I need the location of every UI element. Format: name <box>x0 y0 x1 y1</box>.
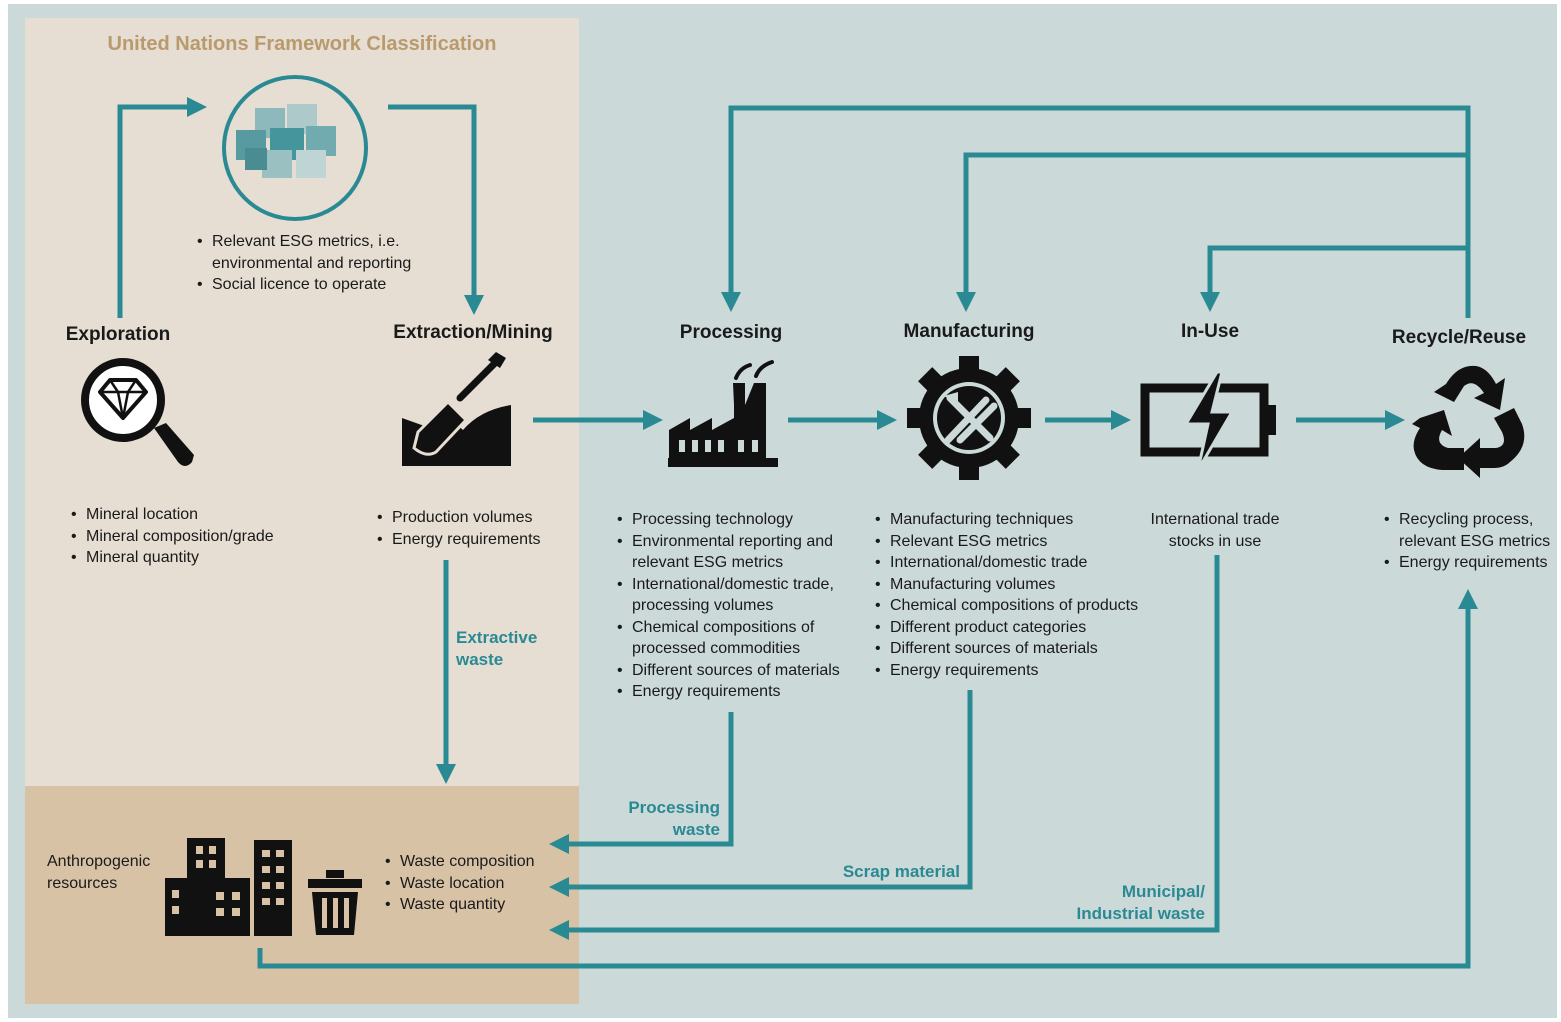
list-item: Production volumes <box>377 507 582 529</box>
manufacturing-bullet-list: Manufacturing techniques Relevant ESG me… <box>874 509 1170 681</box>
gear-tools-icon <box>907 356 1031 480</box>
arrow-recycle-to-processing <box>721 105 1471 318</box>
trash-bin-icon <box>308 870 362 935</box>
exploration-bullet-list: Mineral location Mineral composition/gra… <box>70 504 326 569</box>
list-item: International/domestic trade, processing… <box>617 574 860 617</box>
processing-bullet-list: Processing technology Environmental repo… <box>616 509 860 703</box>
stage-label-in-use: In-Use <box>1180 321 1240 342</box>
list-item: Manufacturing techniques <box>875 509 1170 531</box>
list-item: Energy requirements <box>875 660 1170 682</box>
flow-label-municipal-waste: Municipal/ Industrial waste <box>1076 882 1205 923</box>
list-item: Mineral composition/grade <box>71 526 326 548</box>
list-item: Waste location <box>385 873 590 895</box>
unfc-title: United Nations Framework Classification <box>107 33 497 55</box>
list-item: Processing technology <box>617 509 860 531</box>
arrow-recycle-to-manufacturing <box>956 152 1468 312</box>
stage-label-recycle: Recycle/Reuse <box>1391 327 1527 348</box>
unfc-cube-icon <box>222 75 368 221</box>
magnifier-diamond-icon <box>81 358 194 466</box>
list-item: Mineral location <box>71 504 326 526</box>
list-item: Mineral quantity <box>71 547 326 569</box>
list-item: Energy requirements <box>617 681 860 703</box>
arrow-processing-waste <box>549 712 734 854</box>
list-item: Different product categories <box>875 617 1170 639</box>
arrow-unfc-to-extraction <box>388 104 484 315</box>
recycle-bullet-list: Recycling process, relevant ESG metrics … <box>1383 509 1561 574</box>
list-item: Different sources of materials <box>875 638 1170 660</box>
list-item: Waste composition <box>385 851 590 873</box>
recycle-icon <box>1412 365 1525 478</box>
anthropogenic-bullet-list: Waste composition Waste location Waste q… <box>384 851 590 916</box>
stage-label-processing: Processing <box>679 322 783 343</box>
arrow-scrap-material <box>549 690 973 897</box>
shovel-icon <box>402 352 511 466</box>
anthropogenic-label: Anthropogenic resources <box>47 853 151 892</box>
list-item: Energy requirements <box>1384 552 1561 574</box>
flow-label-extractive-waste: Extractive waste <box>456 628 538 669</box>
list-item: Different sources of materials <box>617 660 860 682</box>
list-item: Waste quantity <box>385 894 590 916</box>
list-item: Recycling process, relevant ESG metrics <box>1384 509 1561 552</box>
list-item: International/domestic trade <box>875 552 1170 574</box>
flow-label-processing-waste: Processing waste <box>628 798 720 839</box>
extraction-bullet-list: Production volumes Energy requirements <box>376 507 582 550</box>
battery-icon <box>1140 370 1276 471</box>
in-use-description: International trade stocks in use <box>1150 511 1280 550</box>
list-item: Relevant ESG metrics <box>875 531 1170 553</box>
buildings-icon <box>165 838 292 936</box>
list-item: Social licence to operate <box>197 274 442 296</box>
factory-icon <box>668 360 778 467</box>
list-item: Relevant ESG metrics, i.e. environmental… <box>197 231 442 274</box>
list-item: Chemical compositions of products <box>875 595 1170 617</box>
unfc-bullet-list: Relevant ESG metrics, i.e. environmental… <box>196 231 442 296</box>
stage-label-manufacturing: Manufacturing <box>903 321 1035 342</box>
list-item: Chemical compositions of processed commo… <box>617 617 860 660</box>
stage-label-extraction: Extraction/Mining <box>393 322 553 343</box>
arrow-municipal-waste <box>549 555 1220 940</box>
arrow-recycle-to-inuse <box>1200 245 1468 312</box>
stage-label-exploration: Exploration <box>65 324 171 345</box>
list-item: Environmental reporting and relevant ESG… <box>617 531 860 574</box>
flow-label-scrap-material: Scrap material <box>842 862 960 881</box>
arrow-exploration-to-unfc <box>117 97 207 318</box>
arrow-anthropogenic-to-recycle <box>257 589 1478 969</box>
list-item: Manufacturing volumes <box>875 574 1170 596</box>
list-item: Energy requirements <box>377 529 582 551</box>
